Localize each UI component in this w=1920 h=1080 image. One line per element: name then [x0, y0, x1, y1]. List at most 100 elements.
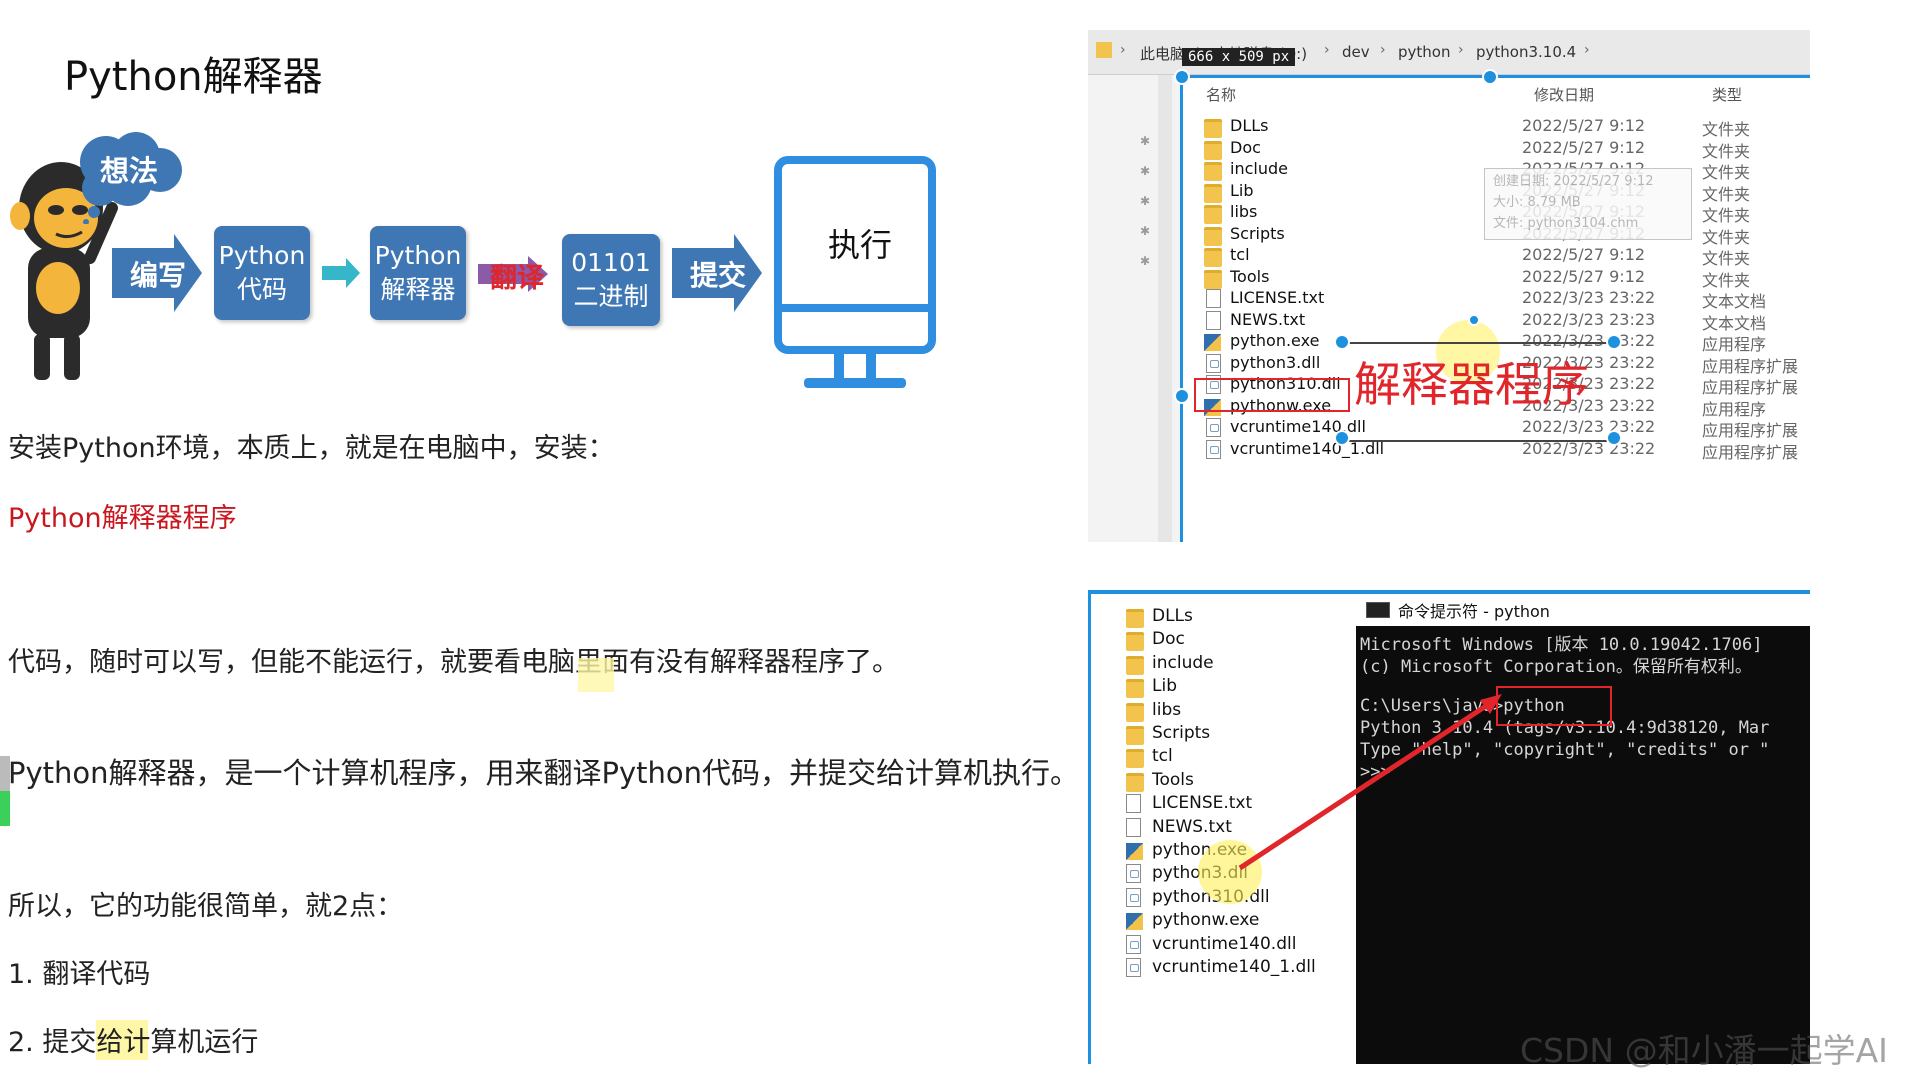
terminal-line: Microsoft Windows [版本 10.0.19042.1706] [1360, 635, 1763, 655]
python-exe-icon [1204, 334, 1221, 351]
file-row[interactable]: LICENSE.txt [1126, 793, 1346, 819]
file-type: 文件夹 [1702, 141, 1751, 161]
column-header-name[interactable]: 名称 [1206, 86, 1237, 104]
file-date: 2022/3/23 23:22 [1522, 417, 1656, 436]
scrollbar[interactable] [1158, 75, 1172, 542]
python-exe-icon [1126, 843, 1143, 860]
column-header-type[interactable]: 类型 [1712, 86, 1743, 104]
file-type: 文件夹 [1702, 184, 1751, 204]
folder-icon [1126, 609, 1144, 628]
file-type: 应用程序扩展 [1702, 442, 1799, 462]
chevron-right-icon: › [1458, 42, 1464, 58]
python-interpreter-line2: 解释器 [380, 275, 456, 304]
breadcrumb-item[interactable]: dev [1342, 43, 1370, 61]
resize-handle[interactable] [1174, 69, 1190, 85]
file-row[interactable]: vcruntime140.dll 2022/3/23 23:22 应用程序扩展 [1204, 417, 1804, 443]
file-row[interactable]: vcruntime140.dll [1126, 934, 1346, 960]
terminal-line: (c) Microsoft Corporation。保留所有权利。 [1360, 657, 1752, 677]
annotation-frame [1342, 342, 1612, 442]
file-type: 应用程序扩展 [1702, 421, 1799, 440]
file-explorer-window: › 此电脑 › 本地磁盘 (D:) › dev › python › pytho… [1088, 30, 1810, 542]
python-command-highlight-box [1496, 686, 1612, 726]
file-row[interactable]: DLLs [1126, 606, 1346, 632]
paragraph-interpreter-definition: Python解释器，是一个计算机程序，用来翻译Python代码，并提交给计算机执… [8, 756, 1080, 790]
file-row[interactable]: vcruntime140_1.dll [1126, 957, 1346, 983]
file-row[interactable]: include [1126, 653, 1346, 679]
python-interpreter-line1: Python [374, 241, 462, 270]
file-type: 文件夹 [1702, 227, 1751, 247]
text-file-icon [1126, 794, 1141, 814]
column-header-date[interactable]: 修改日期 [1534, 86, 1595, 104]
highlight-mark [578, 658, 614, 692]
binary-line1: 01101 [571, 248, 651, 277]
pin-icon: ✱ [1140, 254, 1151, 268]
thought-bubble-label: 想法 [100, 154, 159, 188]
file-name: tcl [1230, 245, 1250, 264]
resize-handle[interactable] [1606, 430, 1622, 446]
breadcrumb-item[interactable]: python3.10.4 [1476, 43, 1577, 61]
arrow-right-icon [322, 258, 360, 288]
resize-handle[interactable] [1606, 334, 1622, 350]
breadcrumb-item[interactable]: 此电脑 [1140, 45, 1186, 63]
tooltip-line: 大小: 8.79 MB [1493, 195, 1581, 210]
python-exe-highlight-box [1194, 378, 1350, 412]
file-row[interactable]: Lib [1126, 676, 1346, 702]
folder-icon [1126, 702, 1144, 722]
binary-line2: 二进制 [573, 282, 649, 311]
file-row[interactable]: NEWS.txt [1126, 817, 1346, 843]
resize-handle[interactable] [1482, 69, 1498, 85]
resize-handle[interactable] [1334, 430, 1350, 446]
folder-icon [1096, 42, 1112, 58]
python-code-line2: 代码 [236, 275, 287, 304]
file-name: vcruntime140.dll [1230, 417, 1366, 436]
file-type: 文件夹 [1702, 163, 1751, 182]
pin-icon: ✱ [1140, 134, 1151, 148]
file-name: include [1230, 159, 1288, 178]
submit-arrow-label: 提交 [690, 259, 747, 292]
file-name: LICENSE.txt [1152, 793, 1253, 814]
file-name: include [1152, 652, 1214, 673]
pin-icon: ✱ [1140, 194, 1151, 208]
file-name: tcl [1152, 746, 1173, 767]
selection-border [1180, 75, 1183, 542]
file-row[interactable]: Tools [1126, 770, 1346, 796]
terminal-line: C:\Users\java>python [1360, 696, 1565, 716]
rotate-handle[interactable] [1468, 314, 1480, 326]
tooltip-line: 创建日期: 2022/5/27 9:12 [1493, 174, 1654, 189]
text-file-icon [1126, 817, 1141, 837]
folder-icon [1204, 226, 1222, 246]
paragraph-install: 安装Python环境，本质上，就是在电脑中，安装： [8, 433, 615, 464]
resize-handle[interactable] [1334, 334, 1350, 350]
python-interpreter-box: Python 解释器 [370, 226, 466, 320]
file-type: 文件夹 [1702, 120, 1751, 139]
file-name: python3.dll [1230, 352, 1321, 372]
breadcrumb-item[interactable]: python [1398, 43, 1451, 61]
folder-icon [1126, 632, 1144, 652]
file-row[interactable]: Scripts [1126, 723, 1346, 749]
folder-icon [1126, 655, 1144, 675]
resize-handle[interactable] [1174, 388, 1190, 404]
folder-icon [1204, 183, 1222, 203]
file-name: DLLs [1230, 116, 1269, 135]
file-row[interactable]: Doc [1126, 629, 1346, 655]
submit-arrow-icon [672, 234, 762, 312]
side-marker [0, 756, 10, 826]
file-row[interactable]: libs [1126, 700, 1346, 726]
cursor-highlight [1198, 840, 1262, 904]
dimension-badge: 666 x 509 px [1182, 48, 1296, 66]
file-row[interactable]: pythonw.exe [1126, 910, 1346, 936]
file-name: NEWS.txt [1230, 309, 1306, 329]
file-date: 2022/5/27 9:12 [1522, 266, 1646, 286]
file-name: Lib [1152, 676, 1177, 697]
file-row[interactable]: tcl [1126, 746, 1346, 772]
